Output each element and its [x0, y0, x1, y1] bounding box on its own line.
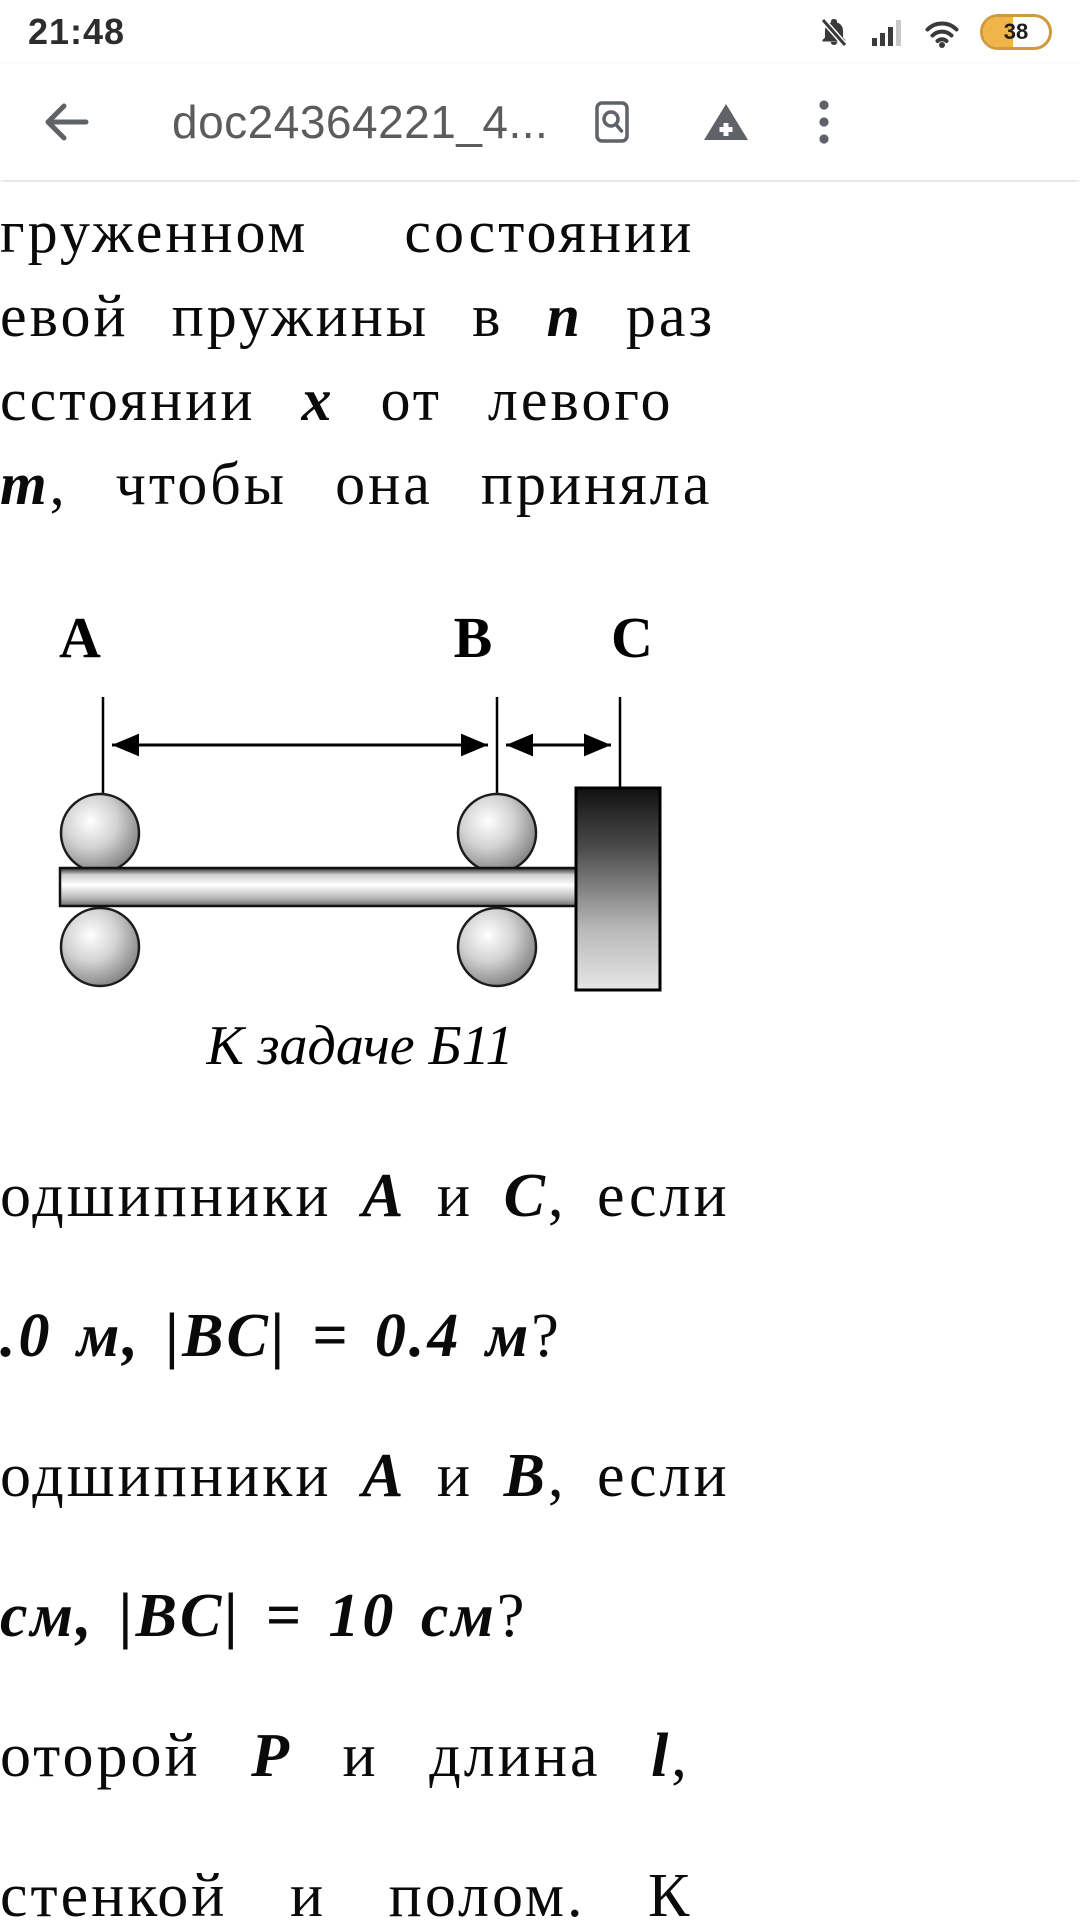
text-segment: сстоянии [0, 367, 302, 433]
battery-fill [983, 17, 1014, 47]
point-label-b: B [454, 605, 493, 670]
text-line: сстоянии x от левого [0, 358, 715, 442]
figure: A B C [58, 605, 662, 992]
document-title: doc24364221_4... [172, 96, 549, 148]
text-segment: B [503, 1442, 548, 1510]
signal-icon [872, 20, 901, 46]
text-line: .0 м, |BC| = 0.4 м? [0, 1266, 730, 1406]
text-segment: , чтобы она приняла [49, 451, 713, 517]
bearing-ball [59, 906, 141, 988]
clock-text: 21:48 [28, 11, 126, 52]
text-segment: C [503, 1162, 548, 1230]
figure-caption: К задаче Б11 [206, 1015, 514, 1077]
text-line: т, чтобы она приняла [0, 442, 715, 526]
status-bar: 21:48 38 [0, 0, 1080, 64]
text-segment: и [406, 1162, 504, 1230]
add-to-drive-button[interactable] [700, 98, 752, 146]
text-segment: евой пружины в [0, 283, 547, 349]
wifi-icon [925, 21, 959, 48]
overflow-menu-icon [819, 100, 829, 144]
battery-icon: 38 [980, 14, 1052, 50]
text-segment: x [301, 367, 335, 433]
text-segment: , [671, 1722, 690, 1790]
cylinder [574, 786, 662, 992]
bearing-ball [456, 906, 538, 988]
app-toolbar: doc24364221_4... [0, 64, 1080, 180]
text-segment: т [0, 451, 50, 517]
bearing-ball [456, 792, 538, 874]
text-segment: ? [531, 1302, 562, 1370]
back-arrow-icon [45, 103, 89, 141]
text-segment: ? [496, 1582, 528, 1650]
text-segment: стенкой и полом. К [0, 1862, 693, 1920]
text-segment: и длина [292, 1722, 652, 1790]
text-segment: одшипники [0, 1442, 363, 1510]
text-segment: P [251, 1722, 293, 1790]
back-button[interactable] [40, 100, 92, 144]
text-segment: A [362, 1162, 407, 1230]
battery-percent-text: 38 [1003, 19, 1029, 44]
text-segment: и [406, 1442, 504, 1510]
status-icons: 38 [818, 14, 1052, 50]
text-segment: A [362, 1442, 407, 1510]
find-in-page-icon [595, 101, 629, 143]
text-segment: от левого [334, 367, 674, 433]
text-segment: l [651, 1722, 672, 1790]
text-line: одшипники A и C, если [0, 1126, 730, 1266]
text-line: стенкой и полом. К [0, 1826, 730, 1920]
text-segment: , если [547, 1162, 730, 1230]
text-segment: оторой [0, 1722, 252, 1790]
point-label-c: C [611, 605, 653, 670]
point-label-a: A [59, 605, 101, 670]
text-segment: раз [582, 283, 716, 349]
text-line: евой пружины в n раз [0, 274, 715, 358]
text-segment: .0 м, |BC| = 0.4 м [0, 1302, 532, 1370]
text-segment: груженном состоянии [0, 199, 695, 265]
add-to-drive-icon [704, 104, 748, 140]
bell-muted-icon [820, 18, 848, 47]
text-line: оторой P и длина l, [0, 1686, 730, 1826]
overflow-menu-button[interactable] [818, 99, 830, 145]
text-line: груженном состоянии [0, 190, 715, 274]
shaft [58, 866, 578, 908]
text-segment: , если [547, 1442, 730, 1510]
text-line: см, |BC| = 10 см? [0, 1546, 730, 1686]
find-in-page-button[interactable] [588, 98, 636, 146]
bearing-ball [59, 792, 141, 874]
text-segment: n [546, 283, 583, 349]
text-segment: см, |BC| = 10 см [0, 1582, 497, 1650]
text-block-bottom: одшипники A и C, если.0 м, |BC| = 0.4 м?… [0, 1126, 730, 1920]
text-line: одшипники A и B, если [0, 1406, 730, 1546]
text-segment: одшипники [0, 1162, 363, 1230]
